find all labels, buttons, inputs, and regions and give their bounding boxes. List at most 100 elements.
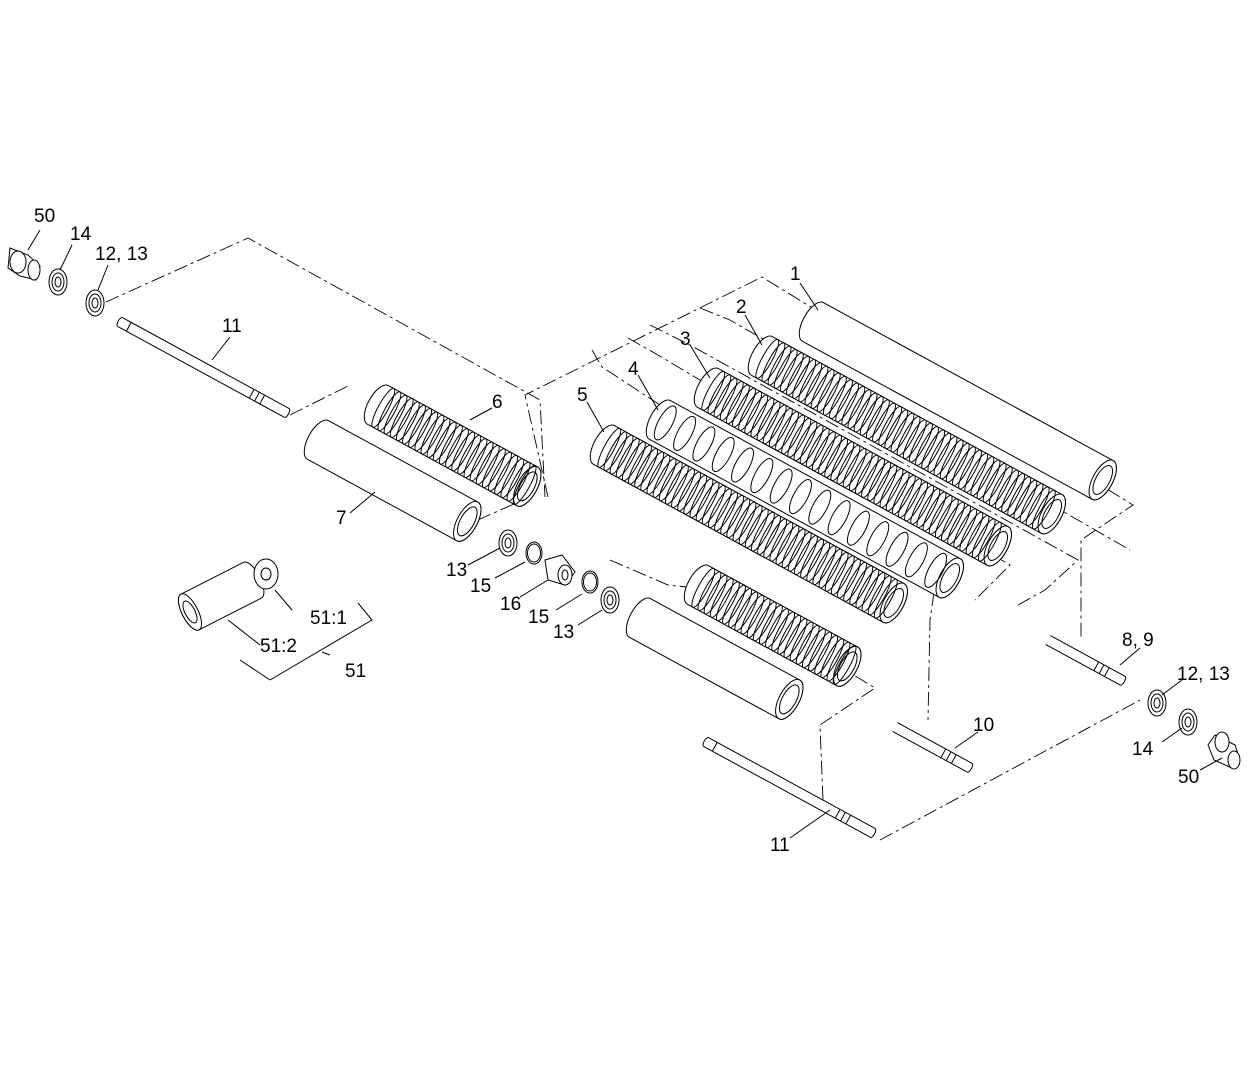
tool-51-2-sleeve — [177, 561, 265, 631]
roller-groove — [646, 454, 671, 495]
roller-groove — [744, 508, 769, 549]
callout-3: 3 — [680, 329, 691, 350]
washer-14-left — [48, 268, 68, 296]
cap-50-right — [1207, 731, 1241, 770]
roller-groove — [818, 548, 843, 589]
roller-groove — [909, 422, 933, 463]
roller-groove — [475, 444, 500, 485]
roller-groove — [958, 449, 982, 490]
roller-groove — [855, 454, 879, 495]
roller-groove — [763, 518, 788, 559]
roller-groove — [746, 598, 771, 638]
roller-groove — [701, 370, 726, 411]
roller-groove — [824, 437, 849, 478]
shaft-11-bottom — [701, 736, 878, 839]
roller-groove — [976, 459, 1001, 500]
callout-50-right: 50 — [1178, 767, 1199, 788]
roller-groove — [995, 469, 1019, 510]
roller-groove — [765, 608, 789, 649]
roller-groove — [777, 614, 802, 655]
roller-groove — [861, 571, 886, 612]
bearing-12-13-left — [85, 289, 105, 317]
roller-groove — [658, 461, 683, 502]
roller-groove — [801, 628, 826, 669]
roller-groove — [469, 441, 494, 482]
roller-groove — [952, 446, 976, 487]
roller-groove — [884, 409, 909, 450]
roller-groove — [664, 464, 689, 505]
roller-groove — [671, 468, 695, 509]
roller-groove — [902, 419, 927, 460]
roller-groove — [793, 421, 818, 462]
roller-groove — [804, 365, 829, 406]
roller-groove — [922, 491, 947, 532]
roller-groove — [787, 531, 812, 572]
roller-groove — [812, 545, 837, 586]
roller-groove — [867, 461, 892, 502]
roller-groove — [959, 511, 984, 552]
roller-groove — [842, 447, 867, 488]
roller-groove — [677, 471, 702, 512]
roller-groove — [691, 567, 716, 608]
roller-groove — [500, 458, 525, 499]
roller-groove — [402, 404, 426, 445]
roller-groove — [488, 451, 512, 492]
callout-labels: 50 14 12, 13 11 1 2 3 4 5 6 7 13 15 16 1… — [34, 206, 1230, 856]
roller-groove — [933, 436, 958, 477]
roller-groove — [977, 521, 1002, 562]
roller-3 — [688, 363, 1018, 571]
roller-groove — [695, 481, 720, 522]
roller-groove — [762, 404, 787, 445]
roller-groove — [916, 488, 941, 529]
roller-groove — [849, 565, 874, 606]
roller-groove — [512, 464, 537, 505]
tool-51-1-washer — [253, 558, 279, 590]
bearing-13-a — [498, 529, 518, 557]
roller-groove — [775, 411, 799, 452]
washer-14-right — [1178, 708, 1198, 736]
roller-groove — [873, 578, 898, 619]
roller-groove — [609, 434, 634, 475]
roller-groove — [853, 392, 878, 433]
roller-groove — [934, 498, 959, 539]
roller-groove — [615, 437, 640, 478]
roller-groove — [689, 478, 714, 519]
roller-groove — [506, 461, 531, 502]
roller-groove — [715, 581, 740, 622]
callout-2: 2 — [736, 297, 747, 318]
roller-groove — [927, 432, 952, 473]
roller-groove — [757, 515, 781, 555]
roller-groove — [720, 494, 745, 535]
roller-groove — [701, 484, 726, 525]
callout-7: 7 — [336, 508, 347, 529]
roller-groove — [719, 380, 744, 421]
callout-14-right: 14 — [1132, 739, 1154, 760]
roller-groove — [383, 394, 408, 435]
roller-groove — [885, 471, 910, 512]
roller-groove — [822, 375, 847, 416]
shaft-11-top — [115, 316, 292, 419]
roller-groove — [885, 531, 909, 567]
roller-groove — [818, 434, 842, 475]
roller-groove — [457, 434, 482, 475]
roller-groove — [408, 408, 433, 448]
roller-groove — [915, 426, 939, 466]
roller-groove — [389, 397, 414, 438]
roller-groove — [414, 411, 439, 452]
leader-lines — [27, 229, 1223, 839]
roller-groove — [945, 442, 970, 483]
roller-groove — [734, 591, 759, 632]
roller-groove — [841, 385, 866, 426]
roller-groove — [794, 535, 818, 576]
roller-groove — [829, 379, 853, 420]
roller-groove — [836, 444, 861, 485]
roller-groove — [481, 448, 506, 489]
roller-groove — [805, 427, 830, 468]
roller-groove — [924, 552, 948, 588]
roller-groove — [843, 561, 868, 602]
roller-groove — [847, 389, 872, 430]
shaft-10 — [892, 722, 974, 773]
roller-groove — [873, 464, 898, 505]
roller-groove — [769, 521, 794, 562]
roller-groove — [628, 444, 652, 485]
